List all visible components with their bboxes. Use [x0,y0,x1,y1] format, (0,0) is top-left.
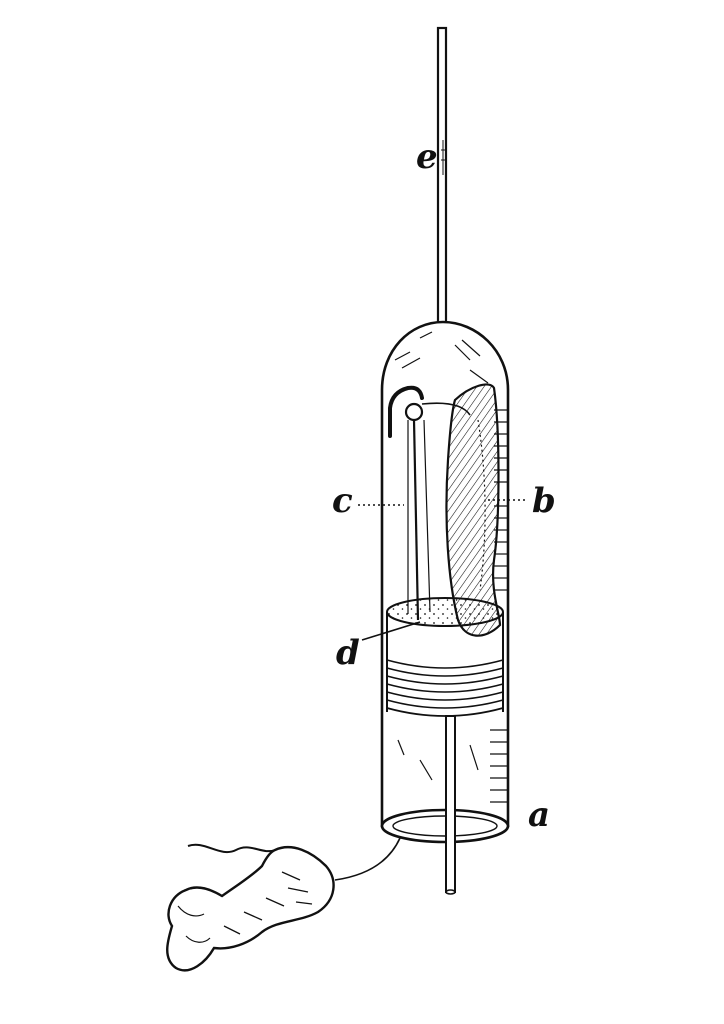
tissue-b [445,383,502,637]
plunger-rod [445,715,456,895]
label-e: e [416,137,438,177]
capillary-tube-e [436,26,448,330]
specimen-with-thread [166,837,401,972]
hook-thread-c [388,385,471,621]
label-a: a [528,795,550,835]
label-b: b [532,481,556,521]
label-c: c [332,481,353,521]
label-leaders [358,499,528,641]
label-d: d [336,633,360,673]
